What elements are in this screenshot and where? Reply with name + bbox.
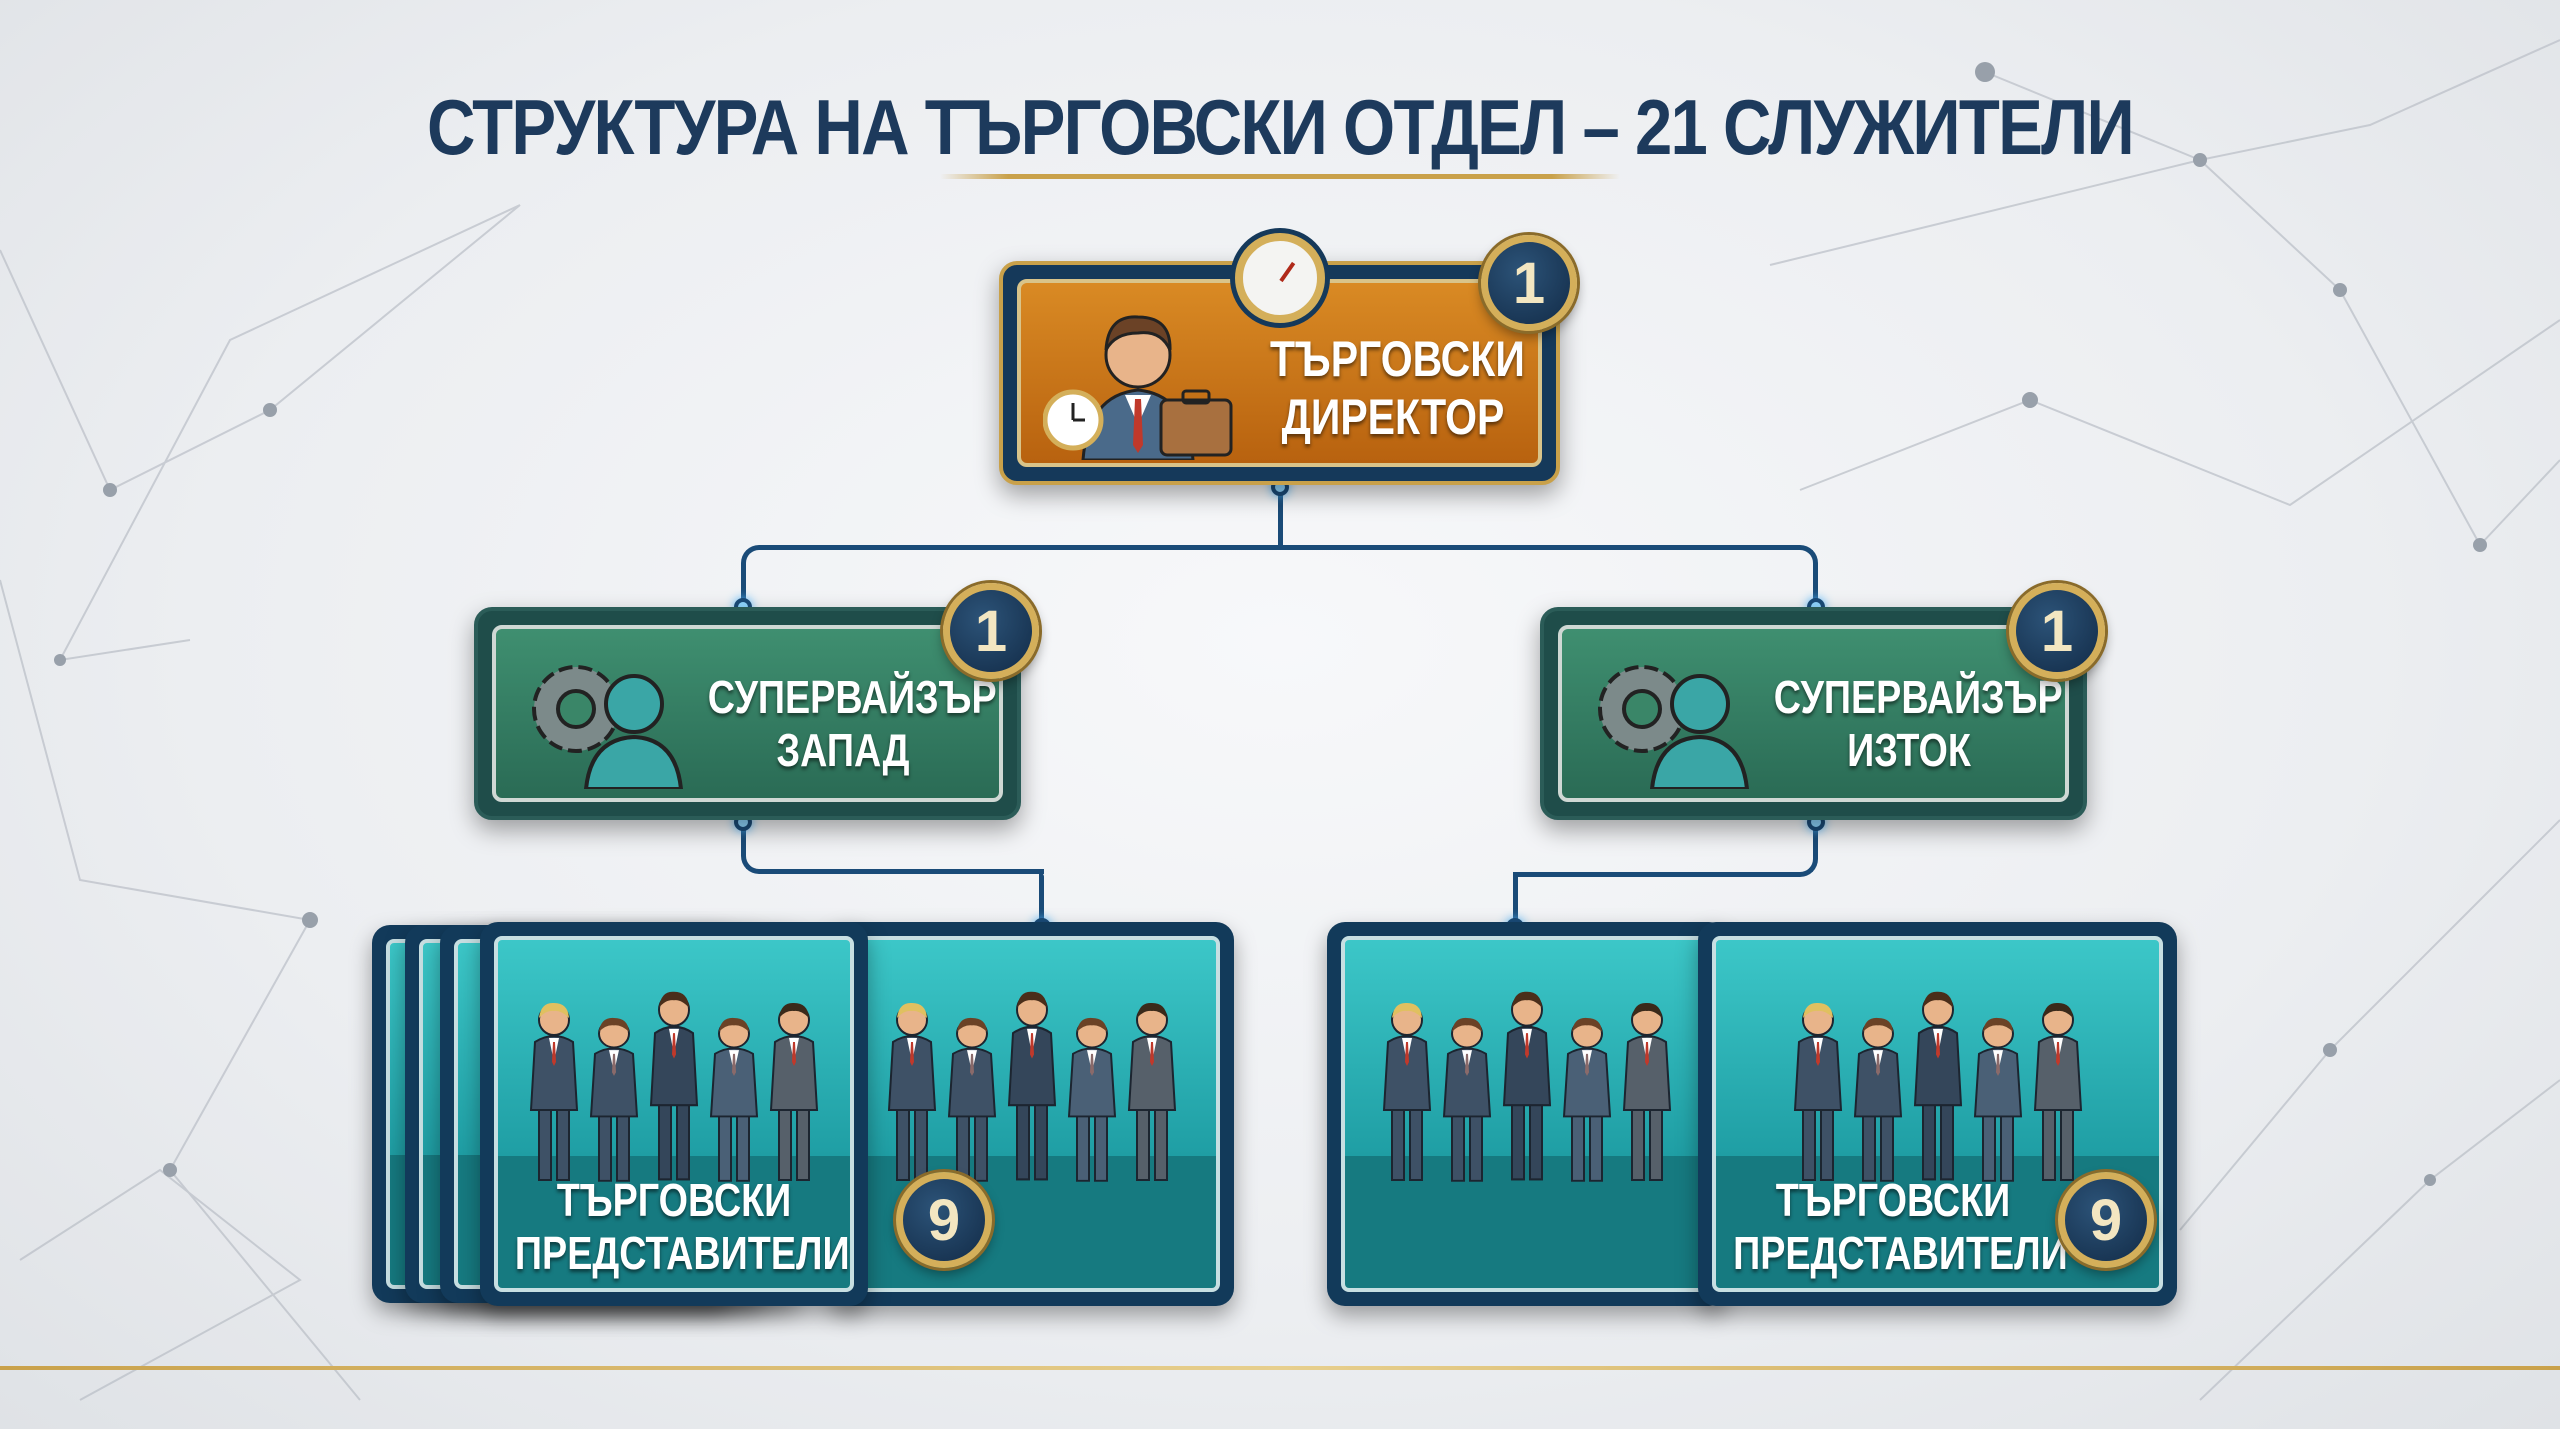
footer-gold-line [0,1366,2560,1370]
director-title-line1: ТЪРГОВСКИ [1270,331,1525,387]
director-count-badge: 1 [1481,235,1577,331]
clock-icon [1235,233,1325,323]
team-west-count-badge: 9 [896,1172,992,1268]
title-underline [940,174,1620,179]
person-figure [1502,991,1552,1181]
team-title-line2: ПРЕДСТАВИТЕЛИ [514,1226,850,1279]
person-figure [709,1017,759,1182]
team-east-secondary-card[interactable] [1327,922,1727,1306]
person-figure [1007,991,1057,1181]
connector-line [1513,820,1818,877]
businessman-icon [1043,315,1233,460]
gear-person-icon [532,665,684,789]
person-figure [1127,1002,1177,1181]
person-figure [2033,1002,2082,1181]
supervisor-title-line1: СУПЕРВАЙЗЪР [707,671,997,723]
person-figure [1622,1002,1672,1181]
connector-line [1278,485,1283,547]
connector-line [741,820,1044,874]
team-title-line2: ПРЕДСТАВИТЕЛИ [1733,1226,2068,1279]
team-title-line1: ТЪРГОВСКИ [1775,1174,2011,1226]
person-figure [1853,1017,1902,1182]
person-figure [1913,991,1962,1181]
person-figure [1562,1017,1612,1182]
supervisor-title-line2: ЗАПАД [776,723,910,776]
director-title-line2: ДИРЕКТОР [1281,388,1505,445]
team-people-icon [1345,970,1709,1190]
person-figure [947,1017,997,1182]
team-people-icon [848,970,1216,1190]
person-figure [1442,1017,1492,1182]
page-title: СТРУКТУРА НА ТЪРГОВСКИ ОТДЕЛ – 21 СЛУЖИТ… [427,83,2135,171]
person-figure [1382,1002,1432,1181]
supervisor-title-line1: СУПЕРВАЙЗЪР [1773,671,2063,723]
person-figure [589,1017,639,1182]
connector-line [1039,872,1044,927]
person-figure [529,1002,579,1181]
team-people-icon [1716,970,2159,1190]
supervisor-west-count-badge: 1 [943,583,1039,679]
team-west-secondary-card[interactable]: 9 [830,922,1234,1306]
person-figure [1067,1017,1117,1182]
person-figure [769,1002,819,1181]
team-title-line1: ТЪРГОВСКИ [556,1174,792,1226]
supervisor-title-line2: ИЗТОК [1847,723,1971,776]
supervisor-east-count-badge: 1 [2009,583,2105,679]
person-figure [649,991,699,1181]
person-figure [1973,1017,2022,1182]
connector-line [1513,872,1518,927]
team-people-icon [498,970,850,1190]
person-figure [1793,1002,1842,1181]
person-figure [887,1002,937,1181]
team-east-count-badge: 9 [2058,1172,2154,1268]
gear-person-icon [1598,665,1750,789]
connector-line [741,545,1818,607]
